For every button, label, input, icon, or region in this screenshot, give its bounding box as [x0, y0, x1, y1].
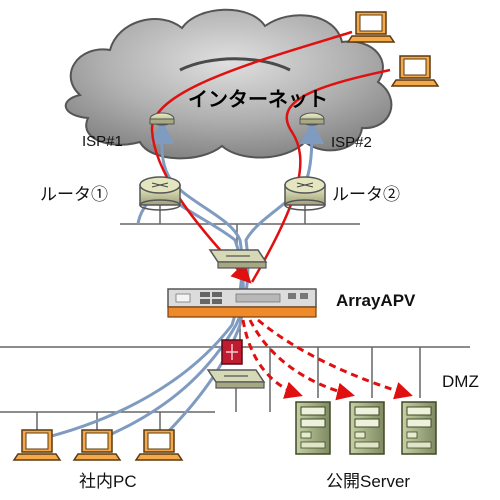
dmz-label: DMZ	[442, 372, 479, 391]
office-pc-label: 社内PC	[79, 472, 137, 491]
firewall-icon	[221, 339, 243, 365]
internet-laptop-1-icon	[347, 11, 395, 43]
arrayapv-label: ArrayAPV	[336, 291, 416, 310]
router-1-label: ルータ①	[40, 185, 108, 204]
load-balance-arrows	[241, 318, 413, 401]
isp1-router	[149, 112, 175, 126]
isp2-label: ISP#2	[331, 134, 372, 151]
upper-switch-icon	[208, 249, 268, 269]
public-server-1-icon	[295, 401, 331, 455]
public-server-label: 公開Server	[326, 472, 411, 491]
router-2-icon	[284, 176, 326, 211]
segment-drops	[36, 204, 421, 430]
office-pc-3-icon	[135, 429, 183, 461]
public-server-2-icon	[349, 401, 385, 455]
isp2-router	[299, 112, 325, 126]
isp1-label: ISP#1	[82, 133, 123, 150]
internet-traffic-paths	[150, 30, 391, 284]
router-1-icon	[139, 176, 181, 211]
lower-switch-icon	[206, 369, 266, 389]
public-server-3-icon	[401, 401, 437, 455]
internet-laptop-2-icon	[391, 55, 439, 87]
router-2-label: ルータ②	[332, 185, 400, 204]
internet-label: インターネット	[188, 89, 328, 111]
arrayapv-appliance-icon	[167, 288, 317, 318]
